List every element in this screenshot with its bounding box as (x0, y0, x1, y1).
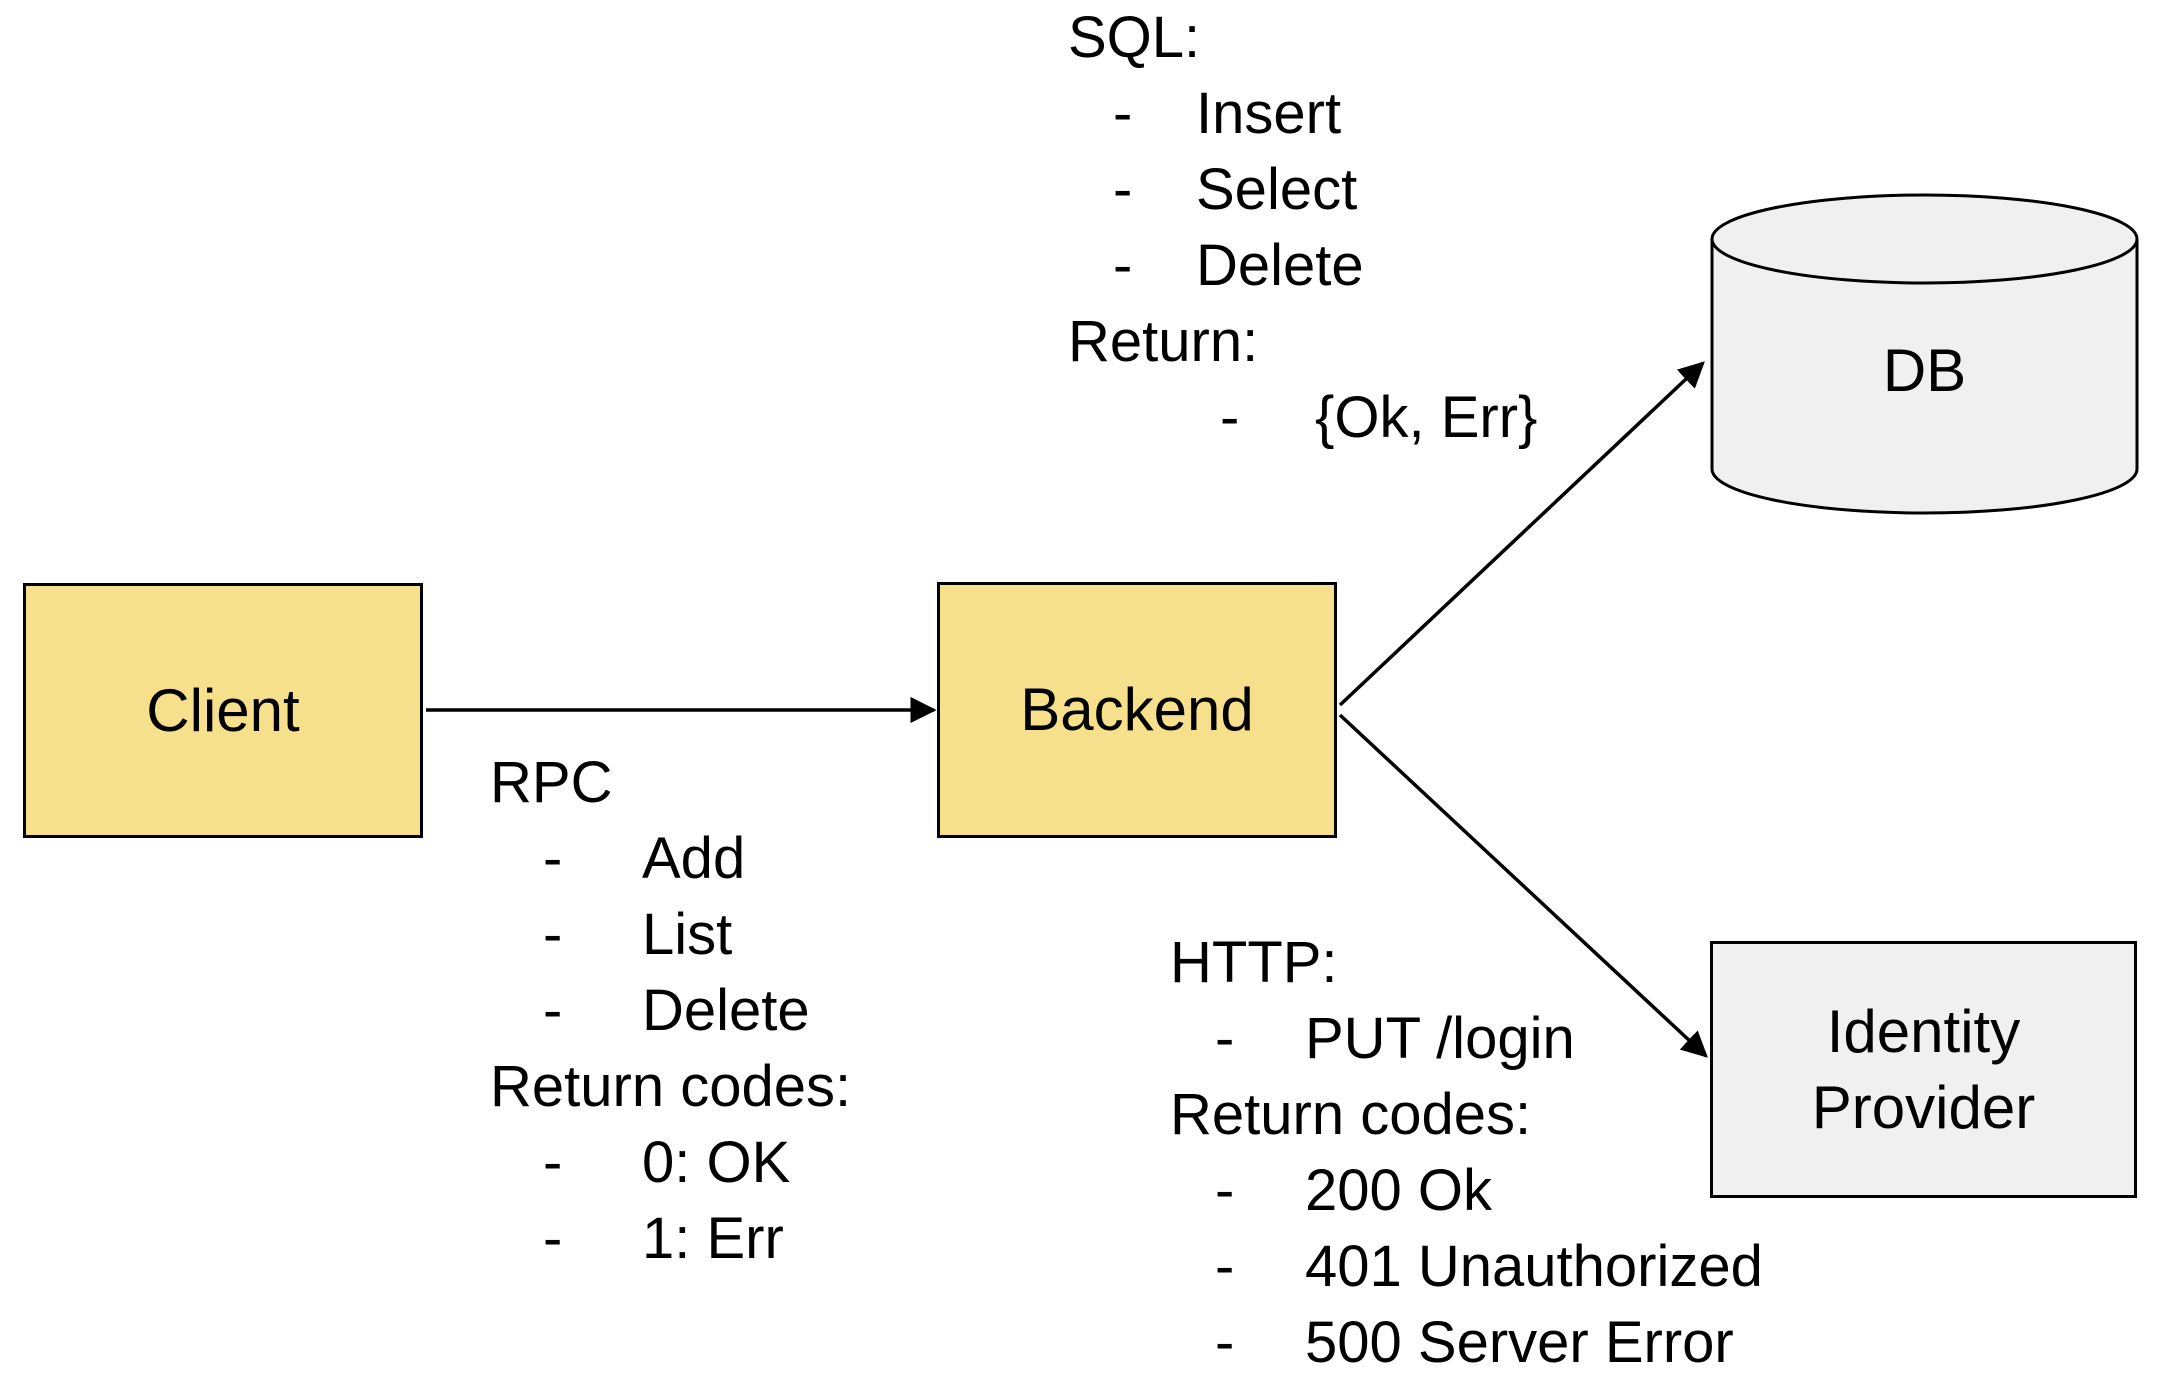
annotation-text: Return codes: (1170, 1082, 1532, 1147)
annotation-text: 500 Server Error (1305, 1310, 1734, 1375)
annotation-header: RPC (490, 745, 851, 821)
bullet-dash: - (1113, 157, 1133, 222)
annotation-item: -Delete (1068, 228, 1537, 304)
annotation-text: List (642, 902, 733, 967)
annotation-text: Delete (1196, 233, 1364, 298)
bullet-dash: - (543, 1206, 563, 1271)
annotation-text: HTTP: (1170, 930, 1338, 995)
annotation-text: PUT /login (1305, 1006, 1575, 1071)
annotation-text: Select (1196, 157, 1358, 222)
bullet-dash: - (1220, 385, 1240, 450)
annotation-text: {Ok, Err} (1315, 385, 1538, 450)
sql-annotation: SQL: -Insert -Select -Delete Return: -{O… (1068, 0, 1537, 456)
annotation-header: HTTP: (1170, 925, 1763, 1001)
annotation-header: Return codes: (490, 1049, 851, 1125)
identity-provider-node: Identity Provider (1710, 941, 2137, 1198)
annotation-text: Insert (1196, 81, 1342, 146)
db-node-label-box: DB (1712, 225, 2137, 515)
annotation-text: 0: OK (642, 1130, 791, 1195)
annotation-item: - 0: OK (490, 1125, 851, 1201)
bullet-dash: - (543, 978, 563, 1043)
annotation-text: 200 Ok (1305, 1158, 1492, 1223)
annotation-text: Delete (642, 978, 810, 1043)
bullet-dash: - (1215, 1158, 1235, 1223)
bullet-dash: - (543, 902, 563, 967)
annotation-item: - {Ok, Err} (1068, 380, 1537, 456)
annotation-text: Add (642, 826, 746, 891)
bullet-dash: - (1113, 81, 1133, 146)
annotation-header: Return codes: (1170, 1077, 1763, 1153)
annotation-text: RPC (490, 750, 613, 815)
bullet-dash: - (1215, 1310, 1235, 1375)
backend-label: Backend (1020, 676, 1254, 743)
annotation-item: - List (490, 897, 851, 973)
annotation-text: 401 Unauthorized (1305, 1234, 1763, 1299)
annotation-item: - 1: Err (490, 1201, 851, 1277)
bullet-dash: - (543, 1130, 563, 1195)
annotation-item: - Delete (490, 973, 851, 1049)
bullet-dash: - (1113, 233, 1133, 298)
annotation-item: - 500 Server Error (1170, 1305, 1763, 1381)
annotation-item: -Insert (1068, 76, 1537, 152)
annotation-text: Return codes: (490, 1054, 852, 1119)
rpc-annotation: RPC - Add - List - Delete Return codes: - 0:… (490, 745, 851, 1277)
annotation-item: - 200 Ok (1170, 1153, 1763, 1229)
annotation-header: SQL: (1068, 0, 1537, 76)
db-label: DB (1882, 336, 1967, 404)
annotation-item: - 401 Unauthorized (1170, 1229, 1763, 1305)
annotation-item: - PUT /login (1170, 1001, 1763, 1077)
annotation-text: SQL: (1068, 5, 1201, 70)
identity-provider-label: Identity Provider (1811, 997, 2036, 1141)
backend-node: Backend (937, 582, 1337, 838)
annotation-header: Return: (1068, 304, 1537, 380)
bullet-dash: - (543, 826, 563, 891)
client-label: Client (146, 676, 300, 744)
bullet-dash: - (1215, 1234, 1235, 1299)
annotation-text: Return: (1068, 309, 1259, 374)
bullet-dash: - (1215, 1006, 1235, 1071)
client-node: Client (23, 583, 423, 838)
annotation-item: -Select (1068, 152, 1537, 228)
annotation-text: 1: Err (642, 1206, 784, 1271)
annotation-item: - Add (490, 821, 851, 897)
http-annotation: HTTP: -PUT /login Return codes: -200 Ok … (1170, 925, 1763, 1381)
